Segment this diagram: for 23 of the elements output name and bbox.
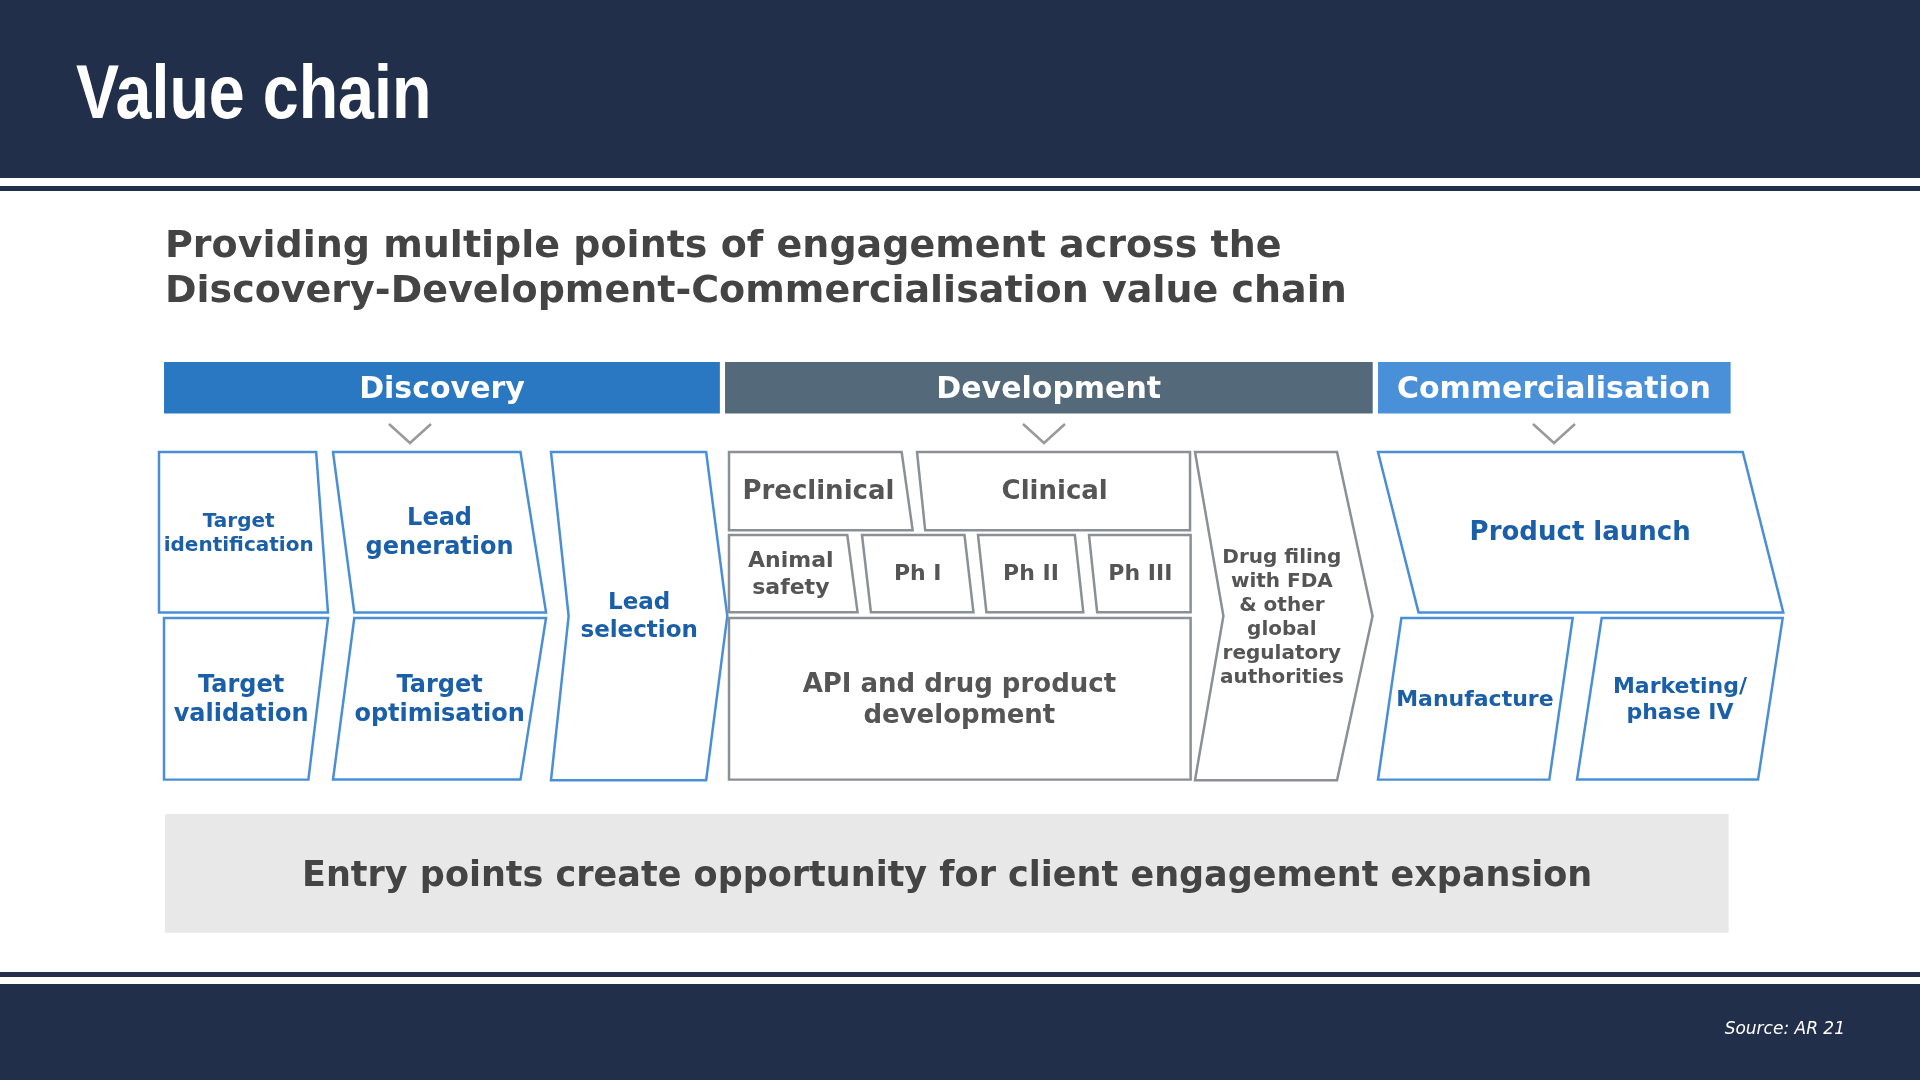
stage-panel: Target identification — [159, 451, 329, 613]
phase-header: Development — [724, 362, 1373, 414]
stage-panel: Target validation — [164, 618, 329, 780]
phase-header: Discovery — [164, 362, 720, 414]
stage-panel: Ph III — [1088, 535, 1191, 613]
stage-panel: Clinical — [917, 451, 1191, 531]
phase-header: Commercialisation — [1377, 362, 1731, 414]
stage-panel: Lead selection — [551, 451, 728, 780]
summary-band: Entry points create opportunity for client engagement expansion — [165, 814, 1729, 934]
stage-panel: Ph I — [862, 535, 974, 613]
stage-panel: Preclinical — [728, 451, 913, 531]
stage-panel: Animal safety — [728, 535, 858, 613]
stage-panel: Drug filing with FDA & other global regulatory authorities — [1195, 451, 1373, 780]
stage-panel: Product launch — [1377, 451, 1783, 613]
source-note: Source: AR 21 — [1723, 1018, 1845, 1038]
stage-panel: Marketing/ phase IV — [1577, 618, 1783, 780]
subtitle: Providing multiple points of engagement across the Discovery-Development-Commercialisation value chain — [165, 222, 1348, 312]
stage-panel: Lead generation — [333, 451, 547, 613]
stage-panel: API and drug product development — [728, 618, 1191, 780]
stage-panel: Ph II — [978, 535, 1084, 613]
stage-panel: Target optimisation — [333, 618, 547, 780]
slide-title: Value chain — [76, 48, 432, 135]
stage-panel: Manufacture — [1377, 618, 1573, 780]
